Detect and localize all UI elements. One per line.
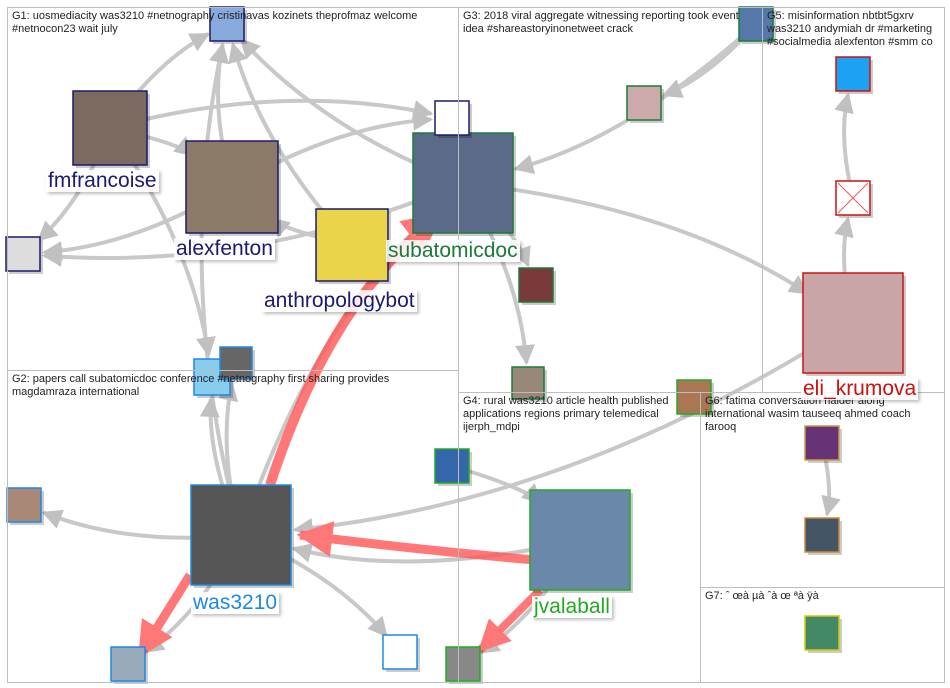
node-label-anthropologybot[interactable]: anthropologybot	[262, 289, 417, 312]
node-label-eli_krumova[interactable]: eli_krumova	[801, 377, 919, 400]
node-was3210[interactable]	[190, 484, 294, 588]
node-man1[interactable]	[511, 366, 547, 402]
node-g6b[interactable]	[804, 517, 842, 555]
group-box-g4: G4: rural was3210 article health publish…	[458, 392, 701, 683]
group-box-g2: G2: papers call subatomicdoc conference …	[7, 370, 459, 683]
node-g2a[interactable]	[219, 346, 255, 382]
node-label-subatomicdoc[interactable]: subatomicdoc	[386, 239, 520, 262]
node-g3top[interactable]	[738, 6, 776, 44]
node-top1[interactable]	[209, 6, 247, 44]
group-label: G4: rural was3210 article health publish…	[463, 395, 669, 433]
node-woman1[interactable]	[5, 236, 43, 274]
node-man2[interactable]	[6, 487, 44, 525]
group-label: G7: ˆ œà µà ˆà œ ªà ÿà	[705, 590, 819, 602]
node-bottom1[interactable]	[110, 646, 148, 684]
node-eli_krumova[interactable]	[802, 272, 906, 376]
node-redhair[interactable]	[518, 267, 556, 305]
edge-strong-was3210-subatomicdoc	[265, 211, 444, 487]
group-label: G3: 2018 viral aggregate witnessing repo…	[463, 10, 739, 35]
node-g6man[interactable]	[676, 379, 714, 417]
edge-fmfrancoise-salford	[109, 98, 434, 130]
node-label-jvalaball[interactable]: jvalaball	[532, 595, 612, 618]
group-box-g6: G6: fatima conversation haider along int…	[700, 392, 945, 588]
node-twitter[interactable]	[835, 56, 873, 94]
node-label-was3210[interactable]: was3210	[191, 591, 280, 614]
edge-strong-jvalaball-globe	[477, 587, 543, 653]
edge-subatomicdoc-eli_krumova	[462, 181, 810, 296]
group-label: G5: misinformation nbtbt5gxrv was3210 an…	[767, 10, 933, 48]
edge-strong-was3210-bottom1	[136, 572, 194, 659]
node-anthropologybot[interactable]	[315, 208, 391, 284]
node-home[interactable]	[804, 425, 842, 463]
node-man3[interactable]	[434, 448, 472, 486]
group-label: G6: fatima conversation haider along int…	[705, 395, 911, 433]
group-box-g7: G7: ˆ œà µà ˆà œ ªà ÿà	[700, 587, 945, 683]
node-jvalaball[interactable]	[529, 489, 633, 593]
node-g3woman[interactable]	[626, 85, 664, 123]
node-x[interactable]	[835, 180, 873, 218]
node-fmfrancoise[interactable]	[72, 90, 150, 168]
node-ibox[interactable]	[382, 634, 420, 672]
edge-was3210-top1	[199, 42, 243, 536]
node-label-fmfrancoise[interactable]: fmfrancoise	[46, 169, 159, 192]
node-globe[interactable]	[445, 646, 483, 684]
node-label-alexfenton[interactable]: alexfenton	[174, 237, 275, 260]
edge-eli_krumova-was3210	[292, 321, 855, 538]
group-label: G1: uosmediacity was3210 #netnography cr…	[12, 10, 418, 35]
group-box-g3: G3: 2018 viral aggregate witnessing repo…	[458, 7, 763, 393]
node-g7a[interactable]	[804, 615, 842, 653]
node-salford[interactable]	[434, 100, 472, 138]
edge-strong-jvalaball-was3210	[296, 521, 536, 565]
group-box-g5: G5: misinformation nbtbt5gxrv was3210 an…	[762, 7, 945, 393]
node-alexfenton[interactable]	[185, 140, 281, 236]
node-subatomicdoc[interactable]	[412, 132, 516, 236]
group-label: G2: papers call subatomicdoc conference …	[12, 373, 390, 398]
